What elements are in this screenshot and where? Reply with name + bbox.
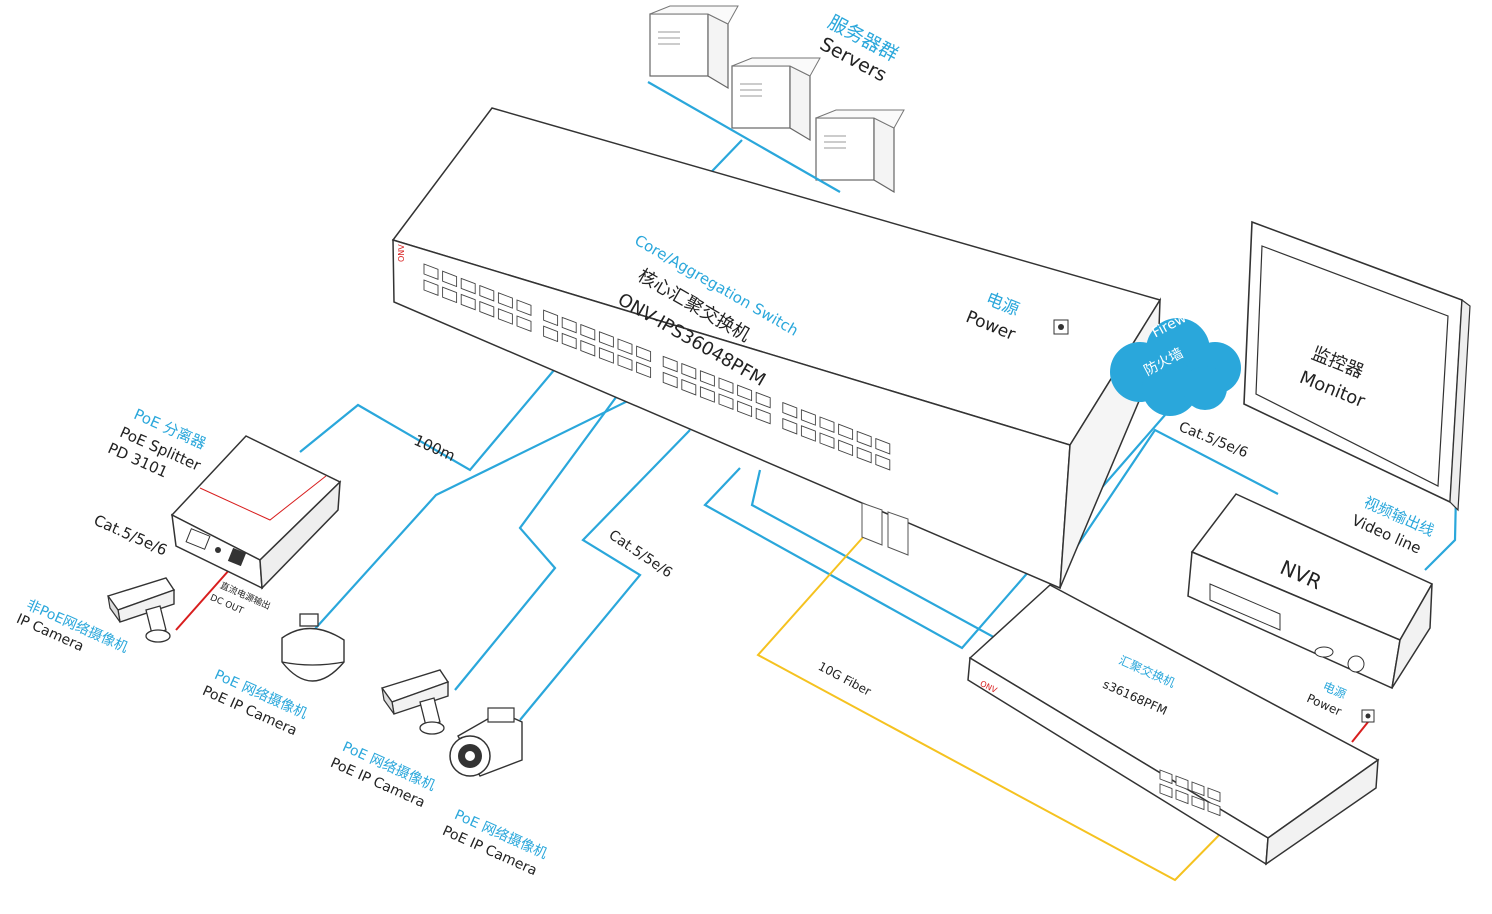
ethernet-port	[819, 432, 835, 449]
aggregation-switch-ports	[1159, 769, 1221, 817]
box-camera-icon	[381, 669, 449, 735]
ethernet-port	[681, 378, 697, 396]
dome-camera-icon	[281, 613, 345, 682]
ethernet-port	[699, 370, 715, 387]
ethernet-port	[1207, 787, 1221, 803]
ethernet-port	[737, 384, 753, 402]
ethernet-port	[875, 453, 891, 471]
ethernet-port	[617, 354, 633, 371]
sfp-port	[887, 511, 909, 556]
server-icon	[649, 5, 739, 89]
ethernet-port	[460, 277, 476, 295]
ethernet-port	[598, 347, 614, 364]
ethernet-port	[755, 407, 771, 425]
ethernet-port	[442, 270, 458, 288]
ethernet-port	[580, 323, 596, 341]
ethernet-port	[479, 284, 495, 302]
ethernet-port	[543, 309, 559, 327]
ethernet-port	[580, 339, 596, 357]
ethernet-port	[460, 293, 476, 311]
ethernet-port	[662, 355, 678, 373]
ethernet-port	[1159, 783, 1173, 799]
ethernet-port	[1207, 801, 1221, 817]
ethernet-port	[819, 416, 835, 433]
nvr-device	[1187, 493, 1434, 690]
ethernet-port	[543, 325, 559, 343]
ethernet-port	[662, 371, 678, 389]
ethernet-port	[1175, 775, 1189, 791]
poe-splitter-device	[170, 435, 342, 590]
firewall-cloud-icon	[1110, 318, 1241, 416]
ethernet-port	[875, 437, 891, 455]
ethernet-port	[800, 409, 816, 426]
power-socket-icon	[1053, 319, 1069, 335]
ethernet-port	[856, 446, 872, 464]
ip-camera-icon	[107, 577, 175, 643]
sfp-port	[861, 502, 883, 546]
ethernet-port	[598, 331, 614, 348]
ethernet-port	[681, 362, 697, 380]
ethernet-port	[423, 279, 439, 296]
core-switch	[391, 107, 1162, 590]
ethernet-port	[1175, 789, 1189, 805]
ethernet-port	[800, 425, 816, 442]
ethernet-port	[755, 391, 771, 409]
server-icon	[815, 109, 905, 193]
ethernet-port	[636, 361, 652, 379]
server-icon	[731, 57, 821, 141]
ethernet-port	[718, 393, 734, 410]
ethernet-port	[516, 315, 532, 332]
bullet-camera-icon	[449, 707, 523, 777]
ethernet-port	[856, 430, 872, 448]
monitor-icon	[1243, 220, 1471, 512]
power-socket-icon	[1361, 709, 1375, 723]
ethernet-port	[782, 417, 798, 435]
brand-logo: ONV	[397, 244, 406, 262]
ethernet-port	[497, 308, 513, 325]
ethernet-port	[838, 423, 854, 441]
ethernet-port	[636, 345, 652, 363]
ethernet-cables	[189, 81, 1460, 721]
ethernet-port	[423, 263, 439, 280]
ethernet-port	[737, 400, 753, 418]
ethernet-port	[561, 316, 577, 334]
ethernet-port	[699, 386, 715, 403]
ethernet-port	[617, 338, 633, 355]
core-switch-ports	[423, 263, 891, 471]
ethernet-port	[442, 286, 458, 304]
ethernet-port	[1159, 769, 1173, 785]
ethernet-port	[479, 300, 495, 318]
ethernet-port	[1191, 781, 1205, 797]
ethernet-port	[516, 299, 532, 316]
fiber-cable	[756, 534, 1229, 882]
ethernet-port	[1191, 795, 1205, 811]
ethernet-port	[718, 377, 734, 394]
ethernet-port	[838, 439, 854, 457]
ethernet-port	[782, 401, 798, 419]
ethernet-port	[497, 292, 513, 309]
ethernet-port	[561, 332, 577, 350]
